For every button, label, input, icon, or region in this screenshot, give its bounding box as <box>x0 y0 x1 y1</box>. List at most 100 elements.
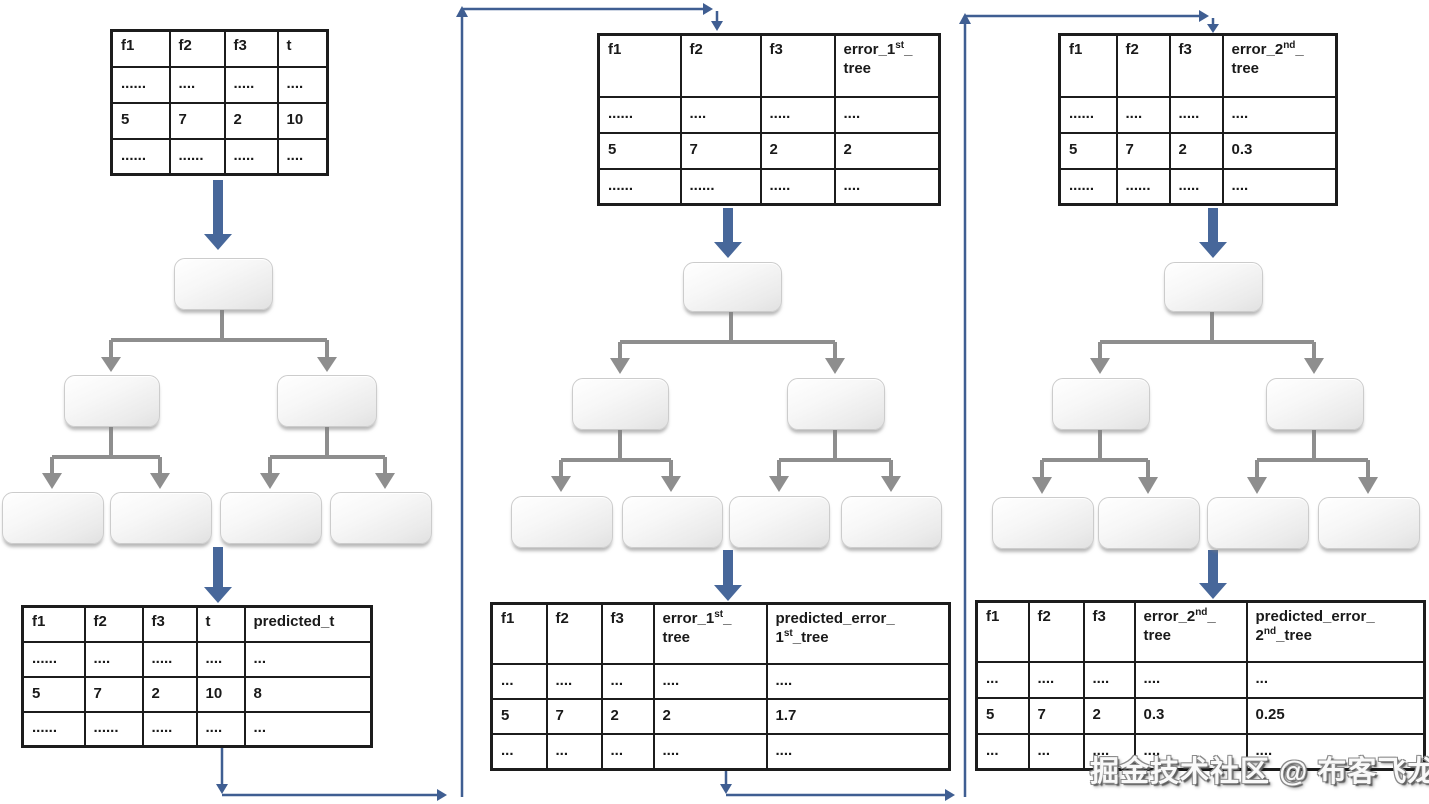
data-cell: ... <box>975 660 1030 699</box>
tree1-left-node <box>64 375 160 427</box>
data-cell: .... <box>652 732 768 771</box>
data-cell: ...... <box>1115 167 1171 206</box>
data-cell: 5 <box>1058 131 1118 170</box>
data-cell: 2 <box>1168 131 1224 170</box>
tree2-leaf-node <box>511 496 613 548</box>
table-row: ................... <box>110 65 329 104</box>
tree1-branches <box>42 306 395 489</box>
column-header-cell: f1 <box>21 605 86 643</box>
data-cell: .... <box>195 710 246 748</box>
data-cell: ... <box>1245 660 1426 699</box>
column-header-cell: t <box>276 29 329 68</box>
column-header-cell: f3 <box>1082 600 1136 663</box>
connector-table1-to-table2 <box>216 3 723 801</box>
data-cell: .... <box>833 95 941 134</box>
data-cell: 5 <box>21 675 86 713</box>
data-cell: .... <box>545 662 603 700</box>
column-header-cell: f1 <box>597 33 682 98</box>
tree2-root-node <box>683 262 782 312</box>
data-cell: 7 <box>1027 696 1085 735</box>
data-cell: 2 <box>652 697 768 735</box>
table-row: ................... <box>597 95 941 134</box>
column-header-cell: t <box>195 605 246 643</box>
table-row: ..................... <box>110 137 329 176</box>
tree2-left-node <box>572 378 669 430</box>
column-header-cell: f2 <box>679 33 762 98</box>
data-cell: ..... <box>1168 167 1224 206</box>
data-cell: 2 <box>141 675 198 713</box>
data-cell: .... <box>1221 167 1338 206</box>
data-cell: .... <box>1133 660 1248 699</box>
data-cell: ...... <box>597 95 682 134</box>
data-cell: 2 <box>223 101 279 140</box>
data-cell: 7 <box>1115 131 1171 170</box>
data-cell: ... <box>600 662 655 700</box>
data-cell: 7 <box>679 131 762 170</box>
data-cell: .... <box>765 732 951 771</box>
column-header-cell: f2 <box>1115 33 1171 98</box>
flow-arrows <box>204 180 1227 603</box>
data-cell: .... <box>1082 732 1136 771</box>
data-cell: 7 <box>545 697 603 735</box>
data-cell: .... <box>1133 732 1248 771</box>
data-cell: ... <box>1027 732 1085 771</box>
column-header-cell: f3 <box>141 605 198 643</box>
data-cell: .... <box>1115 95 1171 134</box>
tree3-leaf-node <box>1098 497 1200 549</box>
data-cell: .... <box>195 640 246 678</box>
data-cell: .... <box>833 167 941 206</box>
data-cell: ... <box>545 732 603 771</box>
data-cell: 7 <box>83 675 144 713</box>
column-header-cell: error_2nd_tree <box>1133 600 1248 663</box>
data-cell: ..... <box>141 640 198 678</box>
data-cell: ..... <box>223 137 279 176</box>
data-cell: ..... <box>759 95 836 134</box>
data-cell: 2 <box>759 131 836 170</box>
table-row: ................. <box>490 732 951 771</box>
data-cell: .... <box>276 65 329 104</box>
data-cell: ...... <box>21 640 86 678</box>
tree3-leaf-node <box>1207 497 1309 549</box>
column-header-cell: f3 <box>1168 33 1224 98</box>
tree2-leaf-node <box>729 496 830 548</box>
column-header-cell: f2 <box>1027 600 1085 663</box>
column-header-cell: error_1st_tree <box>652 602 768 665</box>
data-cell: 5 <box>110 101 171 140</box>
data-cell: ...... <box>1058 95 1118 134</box>
data-cell: 7 <box>168 101 226 140</box>
data-cell: ...... <box>21 710 86 748</box>
tree1-leaf-node <box>110 492 212 544</box>
tree1-leaf-node <box>2 492 104 544</box>
tree1-leaf-node <box>220 492 322 544</box>
data-cell: ... <box>490 662 548 700</box>
tree2-right-node <box>787 378 885 430</box>
column-header-cell: predicted_error_2nd_tree <box>1245 600 1426 663</box>
data-cell: .... <box>1027 660 1085 699</box>
tree3-left-node <box>1052 378 1150 430</box>
table-row: .................. <box>975 660 1426 699</box>
column-header-cell: f1 <box>975 600 1030 663</box>
data-cell: .... <box>1245 732 1426 771</box>
data-cell: 1.7 <box>765 697 951 735</box>
arrow-table3-to-tree3 <box>1199 208 1227 258</box>
tree1-root-node <box>174 258 273 310</box>
data-cell: .... <box>1082 660 1136 699</box>
data-cell: ...... <box>110 137 171 176</box>
tree3-leaf-node <box>1318 497 1420 549</box>
column-header-cell: f3 <box>600 602 655 665</box>
table-row: ........................ <box>21 710 373 748</box>
data-cell: ... <box>975 732 1030 771</box>
arrow-tree2-to-table2b <box>714 550 742 601</box>
data-cell: ... <box>490 732 548 771</box>
